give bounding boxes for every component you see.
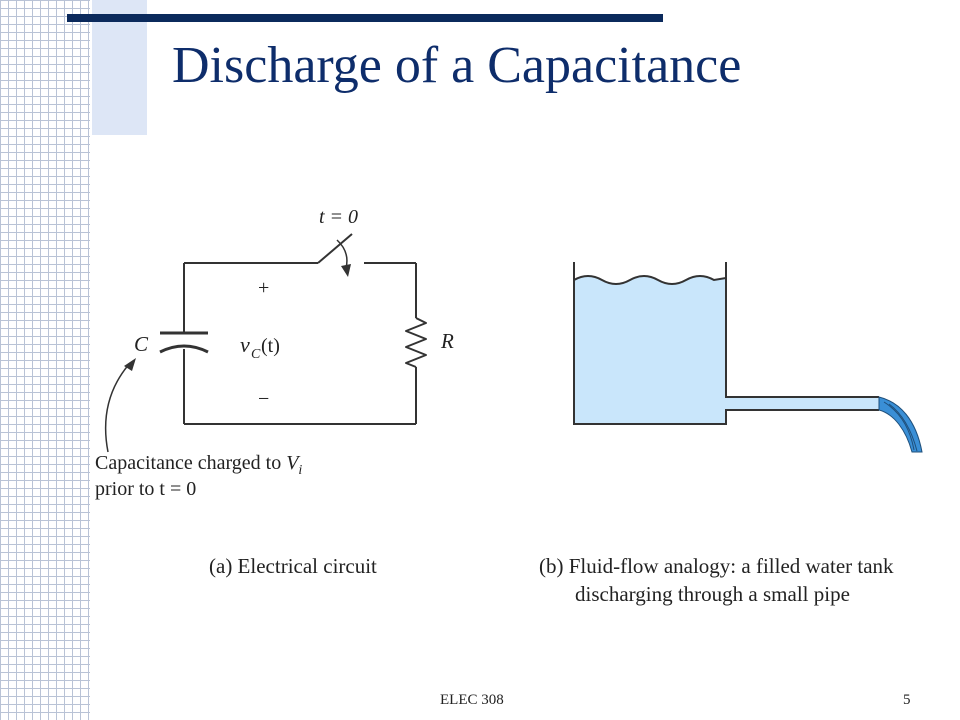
analogy-caption-line-2: discharging through a small pipe: [575, 582, 850, 606]
note-line-1-text: Capacitance charged to: [95, 452, 286, 474]
note-variable: V: [286, 452, 301, 474]
circuit-diagram: [104, 233, 427, 453]
title-accent-box: [92, 0, 147, 135]
switch-time-label: t = 0: [319, 206, 358, 228]
note-arrow-head: [124, 358, 136, 371]
resistor-zigzag: [405, 317, 427, 368]
tank-wall-right-pipe: [725, 262, 879, 398]
voltage-plus-sign: +: [258, 277, 269, 299]
switch-arrow-arc: [336, 239, 348, 269]
voltage-symbol: v: [240, 332, 250, 357]
capacitor-label: C: [134, 332, 149, 356]
water-jet: [878, 396, 923, 453]
note-line-1: Capacitance charged to Vi: [95, 452, 302, 478]
capacitance-note: Capacitance charged to Vi prior to t = 0: [95, 452, 302, 500]
water-jet-streaks: [883, 401, 918, 452]
water-surface-line: [573, 275, 727, 285]
circuit-caption: (a) Electrical circuit: [209, 554, 377, 578]
switch-blade: [317, 233, 353, 264]
analogy-caption-line-1: (b) Fluid-flow analogy: a filled water t…: [539, 554, 894, 578]
water-tank-diagram: [573, 262, 923, 453]
resistor-label: R: [440, 329, 454, 353]
note-arrow-curve: [104, 362, 131, 453]
note-line-2: prior to t = 0: [95, 478, 196, 500]
capacitor-voltage-label: v C (t): [240, 332, 280, 362]
switch-arrow-head: [341, 264, 351, 277]
grid-pattern-strip: [0, 0, 90, 720]
voltage-subscript: C: [251, 347, 261, 362]
slide-title: Discharge of a Capacitance: [172, 37, 742, 94]
voltage-argument: (t): [261, 335, 280, 357]
footer-course: ELEC 308: [440, 692, 504, 708]
title-accent-bar: [67, 14, 663, 22]
tank-wall-left-bottom: [573, 262, 879, 425]
capacitor-plate-bottom: [159, 344, 209, 354]
page-number: 5: [903, 692, 911, 708]
note-subscript: i: [298, 463, 302, 478]
water-body: [574, 276, 879, 424]
voltage-minus-sign: −: [258, 388, 269, 410]
